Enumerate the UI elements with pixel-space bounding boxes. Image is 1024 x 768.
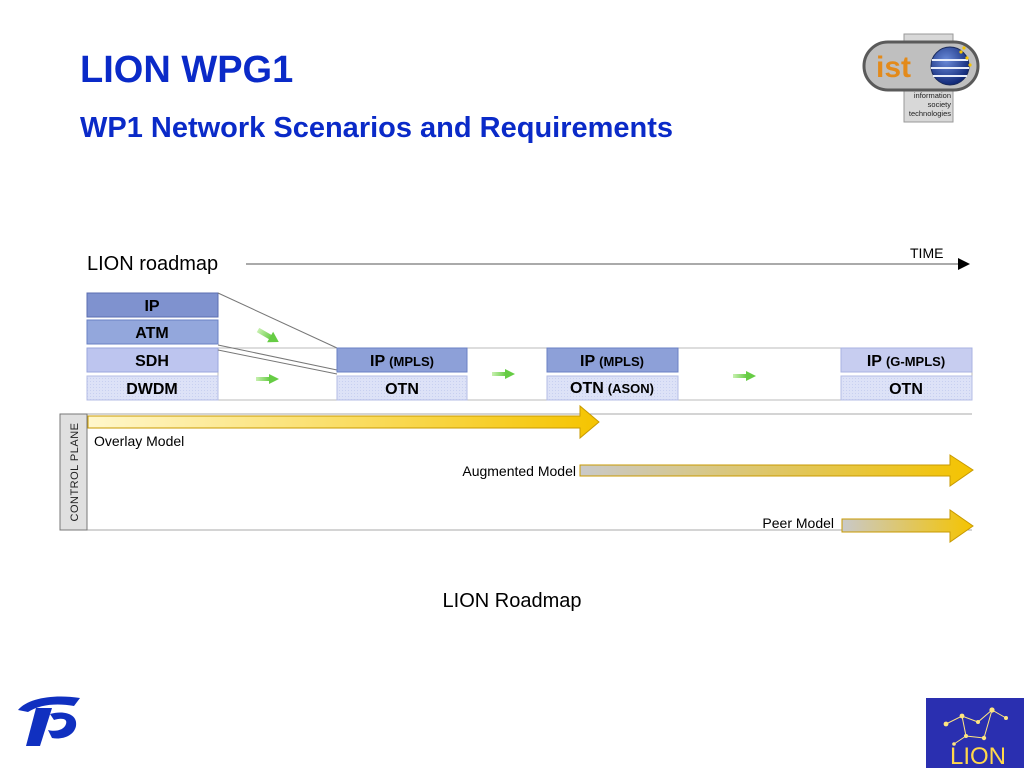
ist-logo-line-3: technologies bbox=[909, 109, 951, 118]
lion-logo-text: LION bbox=[950, 743, 1006, 768]
stage4-stack: IP(G-MPLS) OTN bbox=[840, 347, 973, 401]
stage4-otn-box bbox=[840, 375, 973, 401]
slide-title: LION WPG1 bbox=[80, 49, 294, 91]
augmented-model-arrow bbox=[579, 454, 974, 487]
slide-subtitle: WP1 Network Scenarios and Requirements bbox=[80, 112, 674, 144]
green-arrow-icon bbox=[492, 369, 515, 379]
figure-caption: LION Roadmap bbox=[442, 590, 582, 612]
stage2-ip-box bbox=[336, 347, 468, 373]
stage2-stack: IP(MPLS) OTN bbox=[336, 347, 468, 401]
control-plane-label: CONTROL PLANE bbox=[69, 422, 81, 521]
stage4-ip-box bbox=[840, 347, 973, 373]
green-arrow-icon bbox=[256, 374, 279, 384]
ist-logo-line-2: society bbox=[928, 100, 952, 109]
lion-logo: LION bbox=[926, 698, 1024, 768]
peer-model-arrow bbox=[841, 509, 974, 543]
stage1-stack: IP ATM SDH DWDM bbox=[86, 292, 219, 401]
overlay-model-label: Overlay Model bbox=[94, 433, 184, 449]
ip-layer-box bbox=[86, 292, 219, 318]
stage4-otn-label: OTN bbox=[889, 381, 923, 398]
atm-layer-box bbox=[86, 319, 219, 345]
stage3-otn-label: OTN(ASON) bbox=[570, 380, 654, 397]
time-axis-arrowhead bbox=[958, 258, 970, 270]
telecom-logo bbox=[18, 696, 80, 746]
ist-logo-line-1: information bbox=[914, 91, 951, 100]
sdh-layer-label: SDH bbox=[135, 353, 169, 370]
stage2-otn-box bbox=[336, 375, 468, 401]
time-label: TIME bbox=[910, 245, 943, 261]
green-arrow-icon bbox=[256, 327, 279, 343]
stage3-ip-label: IP(MPLS) bbox=[580, 353, 644, 370]
stage4-ip-label: IP(G-MPLS) bbox=[867, 353, 945, 370]
green-arrow-icon bbox=[733, 371, 756, 381]
stage2-otn-label: OTN bbox=[385, 381, 419, 398]
control-plane-label-box bbox=[59, 413, 88, 531]
overlay-model-arrow bbox=[87, 404, 600, 440]
ip-layer-label: IP bbox=[144, 298, 159, 315]
stage3-otn-box bbox=[546, 375, 679, 401]
convergence-lines bbox=[217, 292, 338, 375]
atm-layer-label: ATM bbox=[135, 325, 168, 342]
stage2-ip-label: IP(MPLS) bbox=[370, 353, 434, 370]
dwdm-layer-box bbox=[86, 375, 219, 401]
peer-model-label: Peer Model bbox=[762, 515, 834, 531]
augmented-model-label: Augmented Model bbox=[462, 463, 576, 479]
ist-logo: ist information society technologies bbox=[862, 33, 980, 123]
roadmap-title: LION roadmap bbox=[87, 253, 218, 275]
dwdm-layer-label: DWDM bbox=[126, 381, 178, 398]
ist-logo-word: ist bbox=[876, 51, 911, 84]
stage3-ip-box bbox=[546, 347, 679, 373]
stage3-stack: IP(MPLS) OTN(ASON) bbox=[546, 347, 679, 401]
sdh-layer-box bbox=[86, 347, 219, 373]
